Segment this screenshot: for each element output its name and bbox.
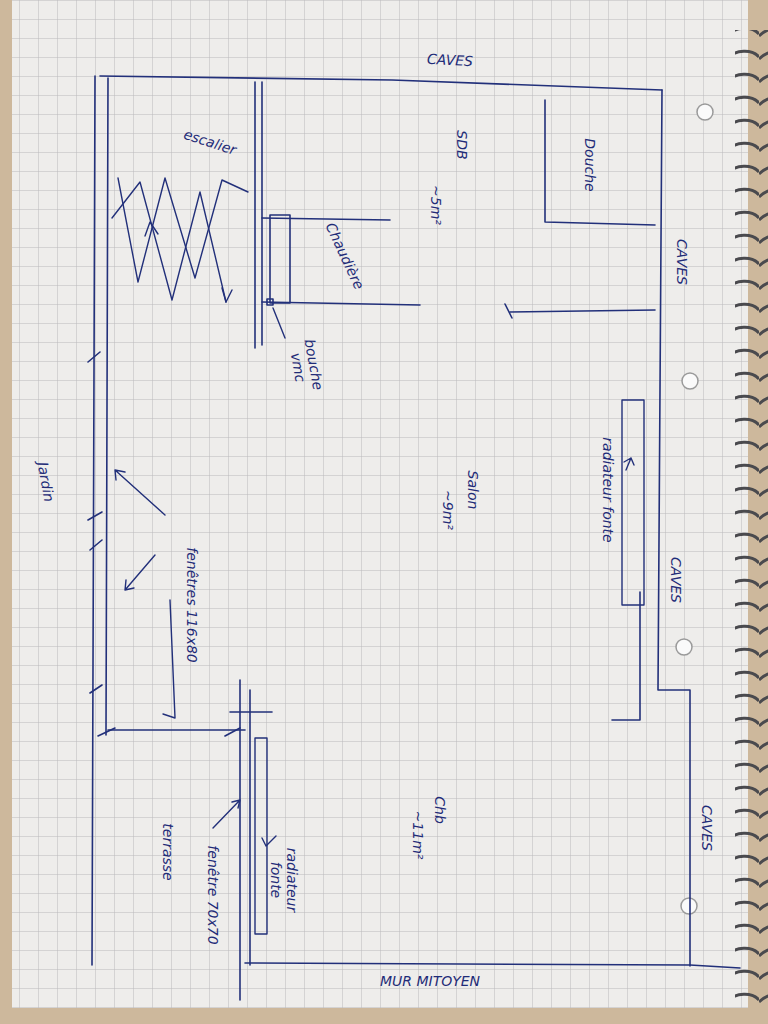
leader-arrow: [213, 800, 240, 828]
wall-label: CAVES: [668, 557, 684, 603]
room-area: ~11m²: [410, 811, 426, 860]
window-arrow: [115, 470, 165, 515]
wall-label: CAVES: [699, 805, 715, 851]
window-arrow: [125, 555, 155, 590]
room: Salon ~9m²: [108, 345, 655, 730]
room-name: Douche: [582, 138, 598, 191]
window-bracket: [163, 600, 175, 718]
window-label: fenêtres 116x80: [184, 547, 200, 662]
room-name: Chaudière: [323, 220, 368, 292]
window-label: fenêtre 70x70: [205, 845, 221, 944]
stair-zigzag: [112, 182, 226, 302]
fixture-label: bouche vmc: [286, 338, 327, 394]
room-name: SDB: [454, 130, 470, 159]
boiler-area: Chaudière: [270, 218, 420, 302]
stair-zigzag: [118, 178, 248, 282]
radiator: [255, 738, 267, 934]
room-name: Salon: [465, 471, 481, 510]
room-area: ~5m²: [428, 185, 444, 225]
stair-arrow: [145, 222, 158, 236]
fixtures: [112, 178, 644, 934]
room-area: ~9m²: [440, 490, 456, 530]
stair-arrow: [222, 288, 232, 302]
spiral-binding: [735, 30, 768, 1010]
wall-label: CAVES: [427, 51, 474, 69]
leader-arrow: [262, 836, 276, 846]
room: SDB ~5m² DoucheChaudière: [262, 85, 655, 310]
wall-label: MUR MITOYEN: [380, 973, 480, 989]
stair-area: escalier: [108, 82, 255, 344]
area-label: terrasse: [160, 823, 176, 880]
room: Chb ~11m²: [250, 730, 690, 965]
fixture-label: radiateur fonte: [600, 437, 616, 542]
fixture-label: radiateur fonte: [268, 848, 300, 912]
leader-line: [273, 308, 285, 338]
walls: [88, 76, 740, 1000]
room-name: escalier: [182, 126, 239, 158]
paper-grid: [12, 0, 748, 1008]
leader-arrow: [624, 458, 634, 470]
area-label: Jardin: [35, 461, 58, 503]
punch-holes: [676, 104, 713, 914]
room-name: Chb: [432, 796, 448, 824]
paper: [12, 0, 748, 1008]
shower: Douche: [545, 100, 655, 225]
radiator: [622, 400, 644, 605]
wall-label: CAVES: [674, 239, 690, 285]
